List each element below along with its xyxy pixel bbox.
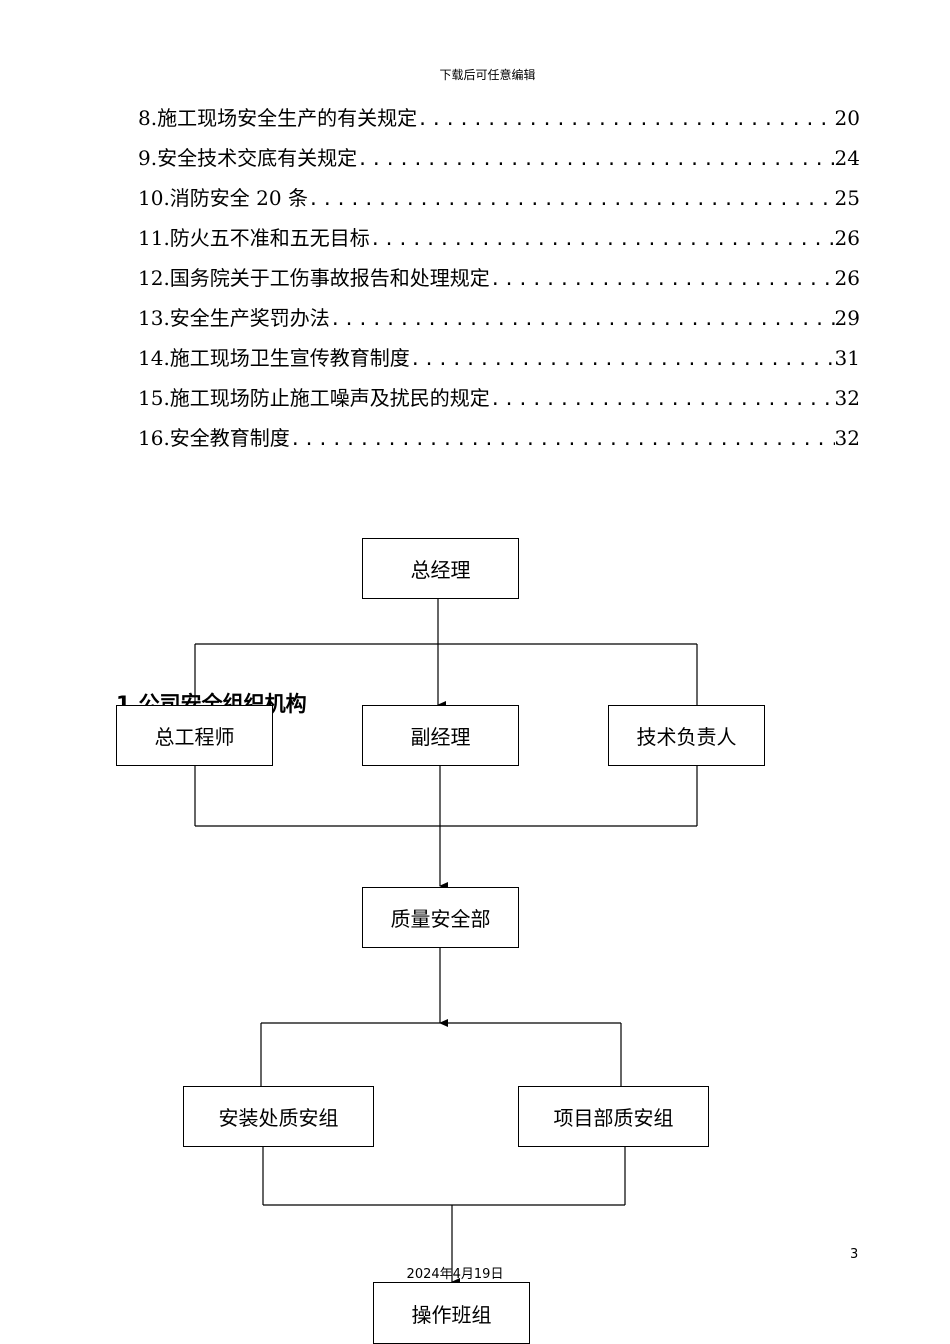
toc-leader-dots: ........................................… [417, 109, 834, 130]
toc-entry-title: 13.安全生产奖罚办法 [138, 306, 330, 330]
toc-entry-page: 26 [834, 226, 860, 250]
toc-entry-title: 10.消防安全 20 条 [138, 186, 308, 210]
toc-entry-title: 9.安全技术交底有关规定 [138, 146, 358, 170]
toc-entry[interactable]: 15.施工现场防止施工噪声及扰民的规定 ....................… [138, 380, 860, 420]
toc-entry[interactable]: 9.安全技术交底有关规定 ...........................… [138, 140, 860, 180]
toc-entry-title: 12.国务院关于工伤事故报告和处理规定 [138, 266, 490, 290]
toc-leader-dots: ........................................… [369, 229, 835, 250]
toc-entry[interactable]: 14.施工现场卫生宣传教育制度 ........................… [138, 340, 860, 380]
toc-leader-dots: ........................................… [357, 149, 834, 170]
header-note: 下载后可任意编辑 [439, 68, 536, 82]
toc-entry-title: 14.施工现场卫生宣传教育制度 [138, 346, 410, 370]
toc-leader-dots: ........................................… [489, 269, 835, 290]
org-box-technical-head: 技术负责人 [608, 705, 765, 766]
toc-leader-dots: ........................................… [489, 389, 835, 410]
toc-leader-dots: ........................................… [307, 189, 835, 210]
toc-entry-page: 20 [834, 106, 860, 130]
page-number: 3 [850, 1247, 859, 1262]
org-box-chief-engineer: 总工程师 [116, 705, 273, 766]
toc-leader-dots: ........................................… [329, 309, 835, 330]
toc-entry[interactable]: 12.国务院关于工伤事故报告和处理规定 ....................… [138, 260, 860, 300]
toc-leader-dots: ........................................… [289, 429, 835, 450]
org-box-project-qs-group: 项目部质安组 [518, 1086, 709, 1147]
org-box-installation-qs-group: 安装处质安组 [183, 1086, 374, 1147]
toc-entry-page: 24 [834, 146, 860, 170]
toc-entry-title: 16.安全教育制度 [138, 426, 290, 450]
org-box-operation-team: 操作班组 [373, 1282, 530, 1344]
toc-entry-page: 32 [834, 426, 860, 450]
toc-entry-page: 31 [834, 346, 860, 370]
org-box-deputy-manager: 副经理 [362, 705, 519, 766]
toc-leader-dots: ........................................… [409, 349, 835, 370]
org-box-general-manager: 总经理 [362, 538, 519, 599]
toc-entry-page: 29 [834, 306, 860, 330]
toc-entry-title: 15.施工现场防止施工噪声及扰民的规定 [138, 386, 490, 410]
org-box-quality-safety-dept: 质量安全部 [362, 887, 519, 948]
toc-entry-title: 8.施工现场安全生产的有关规定 [138, 106, 418, 130]
toc-entry[interactable]: 13.安全生产奖罚办法 ............................… [138, 300, 860, 340]
toc-entry[interactable]: 8.施工现场安全生产的有关规定 ........................… [138, 100, 860, 140]
toc-entry[interactable]: 10.消防安全 20 条 ...........................… [138, 180, 860, 220]
toc-entry-page: 25 [834, 186, 860, 210]
footer-date: 2024年4月19日 [406, 1267, 504, 1282]
toc-entry[interactable]: 16.安全教育制度 ..............................… [138, 420, 860, 460]
toc-entry-page: 26 [834, 266, 860, 290]
toc-entry-page: 32 [834, 386, 860, 410]
toc-entry[interactable]: 11.防火五不准和五无目标 ..........................… [138, 220, 860, 260]
toc-entry-title: 11.防火五不准和五无目标 [138, 226, 370, 250]
table-of-contents: 8.施工现场安全生产的有关规定 ........................… [138, 100, 860, 460]
